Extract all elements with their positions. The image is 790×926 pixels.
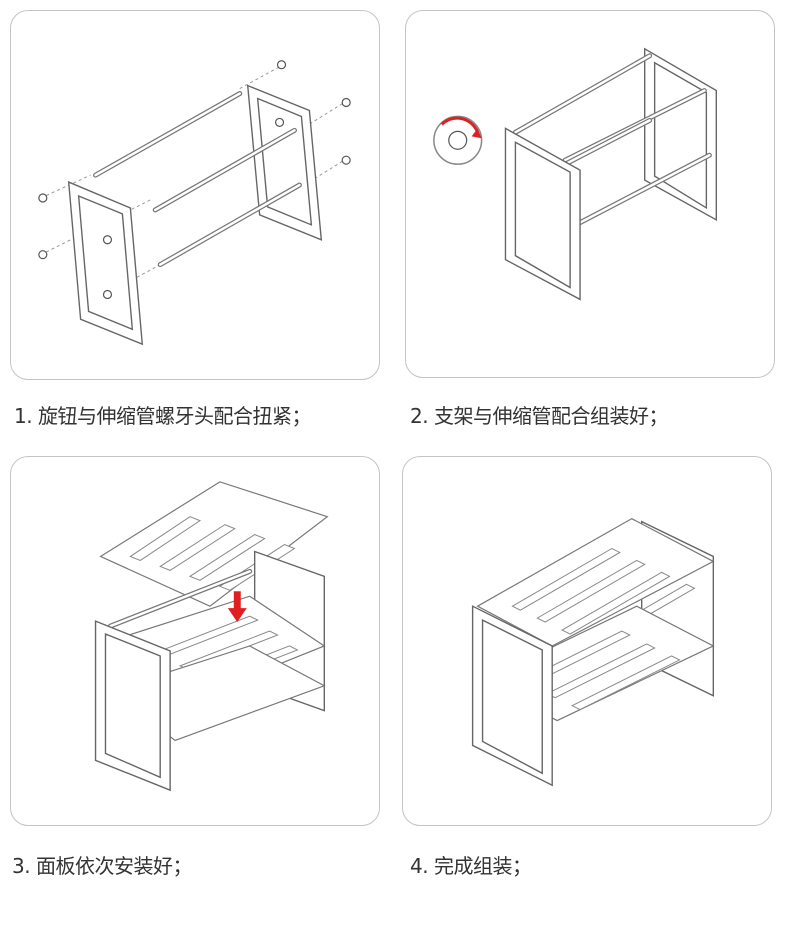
step-2-caption: 2. 支架与伸缩管配合组装好；	[410, 404, 668, 428]
step-3-caption: 3. 面板依次安装好；	[12, 854, 192, 878]
step-1-caption: 1. 旋钮与伸缩管螺牙头配合扭紧；	[14, 404, 311, 428]
step-3-illustration	[10, 456, 380, 826]
step-4-illustration	[402, 456, 772, 826]
step-4-caption: 4. 完成组装；	[410, 854, 532, 878]
step-2-illustration	[405, 10, 775, 378]
step-1-illustration	[10, 10, 380, 380]
